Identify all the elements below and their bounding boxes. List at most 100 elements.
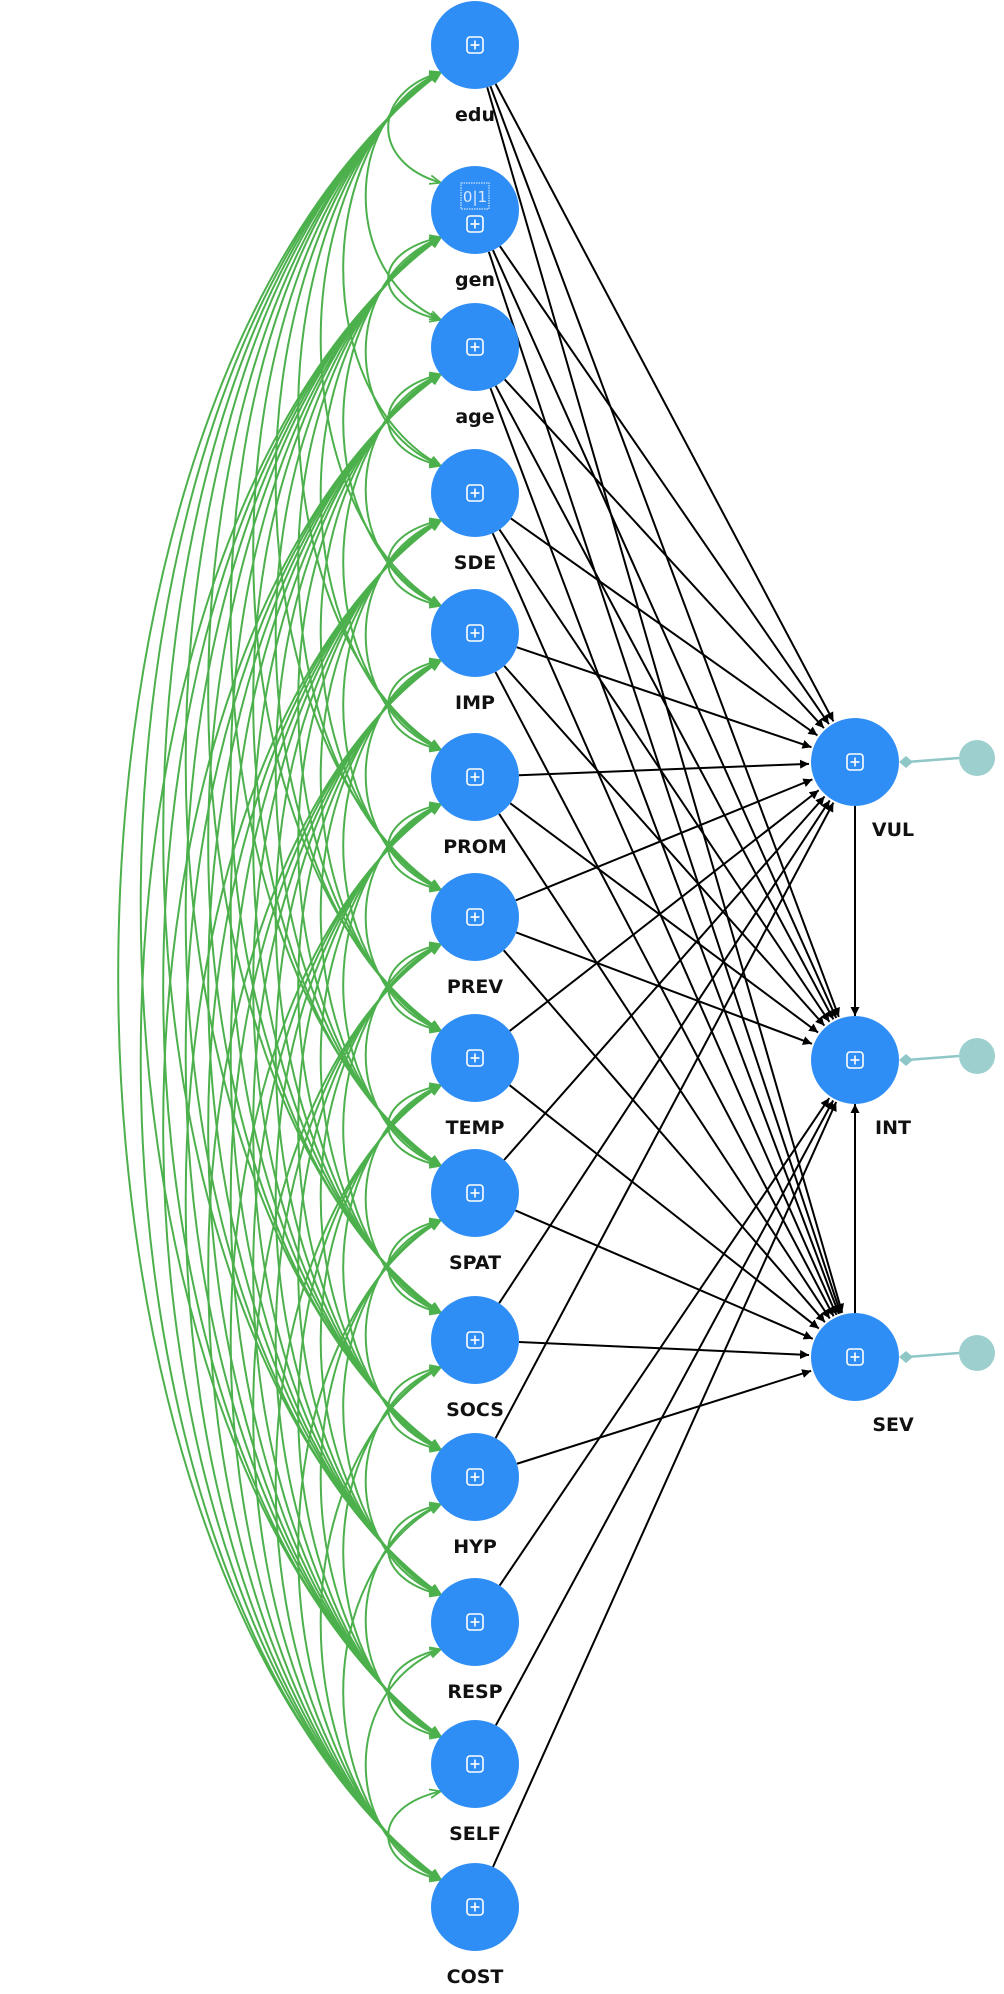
plus-square-icon[interactable]: [846, 1051, 864, 1069]
plus-square-icon[interactable]: [466, 1331, 484, 1349]
node-SELF[interactable]: SELF: [431, 1720, 519, 1845]
error-term-VUL[interactable]: [959, 740, 995, 776]
plus-square-icon[interactable]: [466, 768, 484, 786]
plus-square-icon[interactable]: [846, 753, 864, 771]
node-VUL[interactable]: VUL: [811, 718, 914, 841]
path-gen-to-INT: [492, 249, 838, 1019]
label-HYP: HYP: [453, 1536, 497, 1558]
label-SPAT: SPAT: [449, 1252, 501, 1274]
plus-square-icon[interactable]: [466, 36, 484, 54]
node-SEV[interactable]: SEV: [811, 1313, 914, 1436]
plus-square-icon[interactable]: [466, 624, 484, 642]
plus-square-icon[interactable]: [466, 1898, 484, 1916]
path-gen-to-VUL: [499, 245, 830, 725]
node-HYP[interactable]: HYP: [431, 1433, 519, 1558]
plus-square-icon[interactable]: [466, 1468, 484, 1486]
covariance-SOCS-RESP: [364, 1366, 441, 1596]
label-SDE: SDE: [454, 552, 496, 574]
path-edu-to-VUL: [494, 83, 835, 722]
node-edu[interactable]: edu: [431, 1, 519, 126]
covariance-SPAT-COST: [297, 1220, 441, 1879]
covariance-gen-RESP: [184, 237, 441, 1594]
path-layer: [486, 83, 860, 1868]
node-PROM[interactable]: PROM: [431, 733, 519, 858]
plus-square-icon[interactable]: [466, 338, 484, 356]
covariance-gen-PREV: [297, 237, 441, 889]
label-PREV: PREV: [447, 976, 504, 998]
path-RESP-to-INT: [498, 1097, 831, 1587]
path-gen-to-SEV: [487, 251, 842, 1314]
covariance-HYP-SELF: [364, 1503, 441, 1738]
path-TEMP-to-SEV: [508, 1084, 820, 1330]
node-SDE[interactable]: SDE: [431, 449, 519, 574]
error-term-INT[interactable]: [959, 1038, 995, 1074]
node-TEMP[interactable]: TEMP: [431, 1014, 519, 1139]
diamond-icon: [899, 1351, 913, 1363]
node-PREV[interactable]: PREV: [431, 873, 519, 998]
label-gen: gen: [455, 269, 495, 291]
node-RESP[interactable]: RESP: [431, 1578, 519, 1703]
path-HYP-to-SEV: [516, 1369, 812, 1465]
plus-square-icon[interactable]: [846, 1348, 864, 1366]
node-SOCS[interactable]: SOCS: [431, 1296, 519, 1421]
error-link-SEV: [906, 1351, 960, 1359]
covariance-PROM-TEMP: [364, 803, 441, 1032]
covariance-layer: [117, 72, 441, 1879]
covariance-age-TEMP: [297, 374, 441, 1030]
covariance-IMP-SOCS: [297, 660, 441, 1312]
path-age-to-SEV: [489, 387, 840, 1315]
plus-square-icon[interactable]: [466, 484, 484, 502]
plus-square-icon[interactable]: [466, 1613, 484, 1631]
covariance-SDE-PROM: [364, 519, 441, 751]
covariance-SDE-SELF: [207, 520, 441, 1736]
path-SDE-to-SEV: [491, 532, 838, 1316]
node-IMP[interactable]: IMP: [431, 589, 519, 714]
path-IMP-to-VUL: [516, 646, 812, 749]
path-SELF-to-INT: [495, 1100, 835, 1726]
covariance-PREV-SELF: [274, 944, 441, 1736]
node-SPAT[interactable]: SPAT: [431, 1149, 519, 1274]
covariance-SDE-RESP: [229, 520, 441, 1594]
node-INT[interactable]: INT: [811, 1016, 911, 1139]
covariance-IMP-PROM: [387, 660, 441, 749]
covariance-gen-SDE: [364, 236, 441, 467]
path-SDE-to-VUL: [510, 517, 819, 737]
path-IMP-to-INT: [503, 665, 826, 1027]
node-gen[interactable]: 0|1 gen: [431, 166, 519, 291]
error-term-SEV[interactable]: [959, 1335, 995, 1371]
covariance-edu-SELF: [139, 72, 441, 1736]
covariance-IMP-PREV: [364, 659, 441, 891]
label-SELF: SELF: [449, 1823, 501, 1845]
node-circle[interactable]: [431, 166, 519, 254]
path-COST-to-INT: [492, 1101, 838, 1868]
covariance-gen-COST: [139, 237, 441, 1879]
diamond-icon: [899, 756, 913, 768]
label-PROM: PROM: [443, 836, 507, 858]
covariance-age-COST: [162, 374, 441, 1879]
plus-square-icon[interactable]: [466, 1049, 484, 1067]
diamond-icon: [899, 1054, 913, 1066]
covariance-age-SELF: [184, 374, 441, 1736]
plus-square-icon[interactable]: [466, 1755, 484, 1773]
covariance-HYP-COST: [342, 1504, 441, 1879]
plus-square-icon[interactable]: [466, 908, 484, 926]
path-SOCS-to-VUL: [498, 799, 831, 1304]
covariance-TEMP-COST: [274, 1085, 441, 1879]
covariance-SOCS-HYP: [387, 1367, 441, 1449]
node-COST[interactable]: COST: [431, 1863, 519, 1988]
covariance-age-IMP: [364, 373, 441, 607]
covariance-gen-age: [387, 237, 441, 319]
binary-variable-badge: 0|1: [460, 182, 490, 210]
plus-square-icon[interactable]: [466, 215, 484, 233]
covariance-PROM-SELF: [252, 804, 441, 1736]
covariance-SDE-IMP: [387, 520, 441, 605]
label-age: age: [455, 406, 494, 428]
label-VUL: VUL: [872, 819, 914, 841]
covariance-IMP-HYP: [274, 660, 441, 1449]
covariance-PREV-SPAT: [364, 943, 441, 1167]
path-edu-to-INT: [489, 85, 840, 1018]
node-age[interactable]: age: [431, 303, 519, 428]
covariance-IMP-COST: [207, 660, 441, 1879]
plus-square-icon[interactable]: [466, 1184, 484, 1202]
